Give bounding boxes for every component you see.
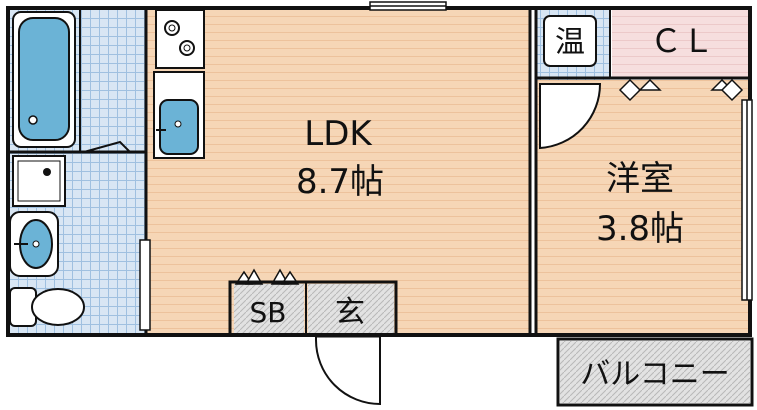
closet-floor (612, 8, 750, 78)
wash-basin (9, 211, 59, 277)
western-room-name: 洋室 (606, 159, 674, 199)
toilet (9, 287, 85, 327)
ldk-room-size: 8.7帖 (296, 162, 384, 202)
water-heater-box (543, 15, 597, 67)
water-heater-label: 温 (555, 25, 585, 60)
entrance-floor (308, 284, 394, 333)
walls (6, 6, 754, 407)
windows (139, 1, 753, 331)
kitchen-floor (146, 8, 530, 333)
shoe-box-floor (234, 284, 304, 333)
shoe-box-label: SB (250, 296, 287, 329)
closet-label: ＣＬ (650, 22, 714, 60)
bathtub (12, 11, 76, 148)
western-room-size: 3.8帖 (596, 209, 684, 249)
entrance-label: 玄 (335, 295, 365, 330)
kitchen-sink (153, 71, 205, 159)
washer-pan (12, 155, 66, 207)
doors (83, 83, 602, 406)
ldk-room-name: LDK (304, 114, 373, 154)
balcony-floor (560, 341, 750, 403)
balcony-label: バルコニー (580, 357, 729, 392)
closet-rod (618, 78, 744, 102)
stove (155, 9, 205, 69)
